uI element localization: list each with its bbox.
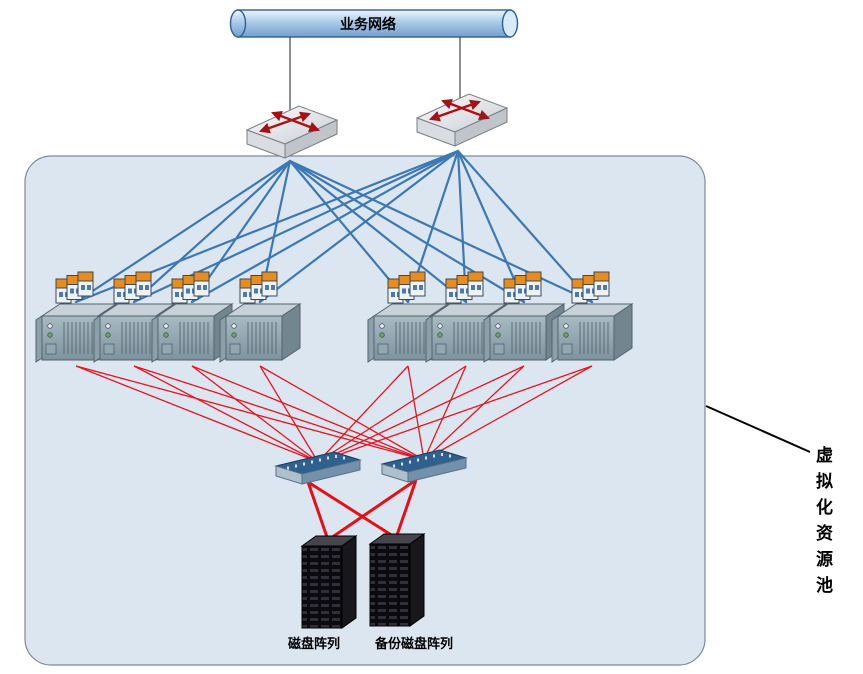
link-line [327,478,417,542]
link-line [132,159,292,304]
link-line [317,365,593,463]
link-line [307,480,397,540]
link-line [75,365,319,463]
ethernet-switch-icon [417,94,507,146]
disk-array-icon [369,533,425,627]
link-line [423,365,593,461]
link-line [190,149,460,304]
pool-annotation-line [705,405,811,453]
link-line [423,365,467,461]
link-line [456,149,594,304]
link-line [317,365,525,463]
link-line [317,365,467,463]
link-line [288,159,594,304]
disk-array-icon [301,535,357,629]
link-line [423,365,525,461]
link-line [74,159,292,304]
link-line [456,149,526,304]
link-line [258,149,460,304]
business-network-label: 业务网络 [340,16,396,33]
link-line [191,365,425,461]
server-icon [219,303,301,363]
ethernet-switch-icon [247,106,337,158]
link-line [288,159,526,304]
link-line [133,365,425,461]
link-line [133,365,319,463]
virtualization-pool-label: 虚拟化资源池 [812,446,832,602]
server-to-san-links [75,365,593,463]
link-line [75,365,425,461]
backup-disk-array-label: 备份磁盘阵列 [374,636,453,652]
link-line [306,481,330,541]
uplink-lines [289,37,461,122]
server-icon [551,303,633,363]
link-line [288,159,468,304]
link-line [259,365,425,461]
link-line [407,365,425,461]
virtualization-pool-container [24,155,706,666]
san-to-disk-links [306,478,418,542]
link-line [259,365,319,463]
business-network-pipe-icon: 业务网络 [229,9,519,38]
link-line [317,365,409,463]
disk-array-label: 磁盘阵列 [288,636,340,652]
link-line [394,479,418,539]
